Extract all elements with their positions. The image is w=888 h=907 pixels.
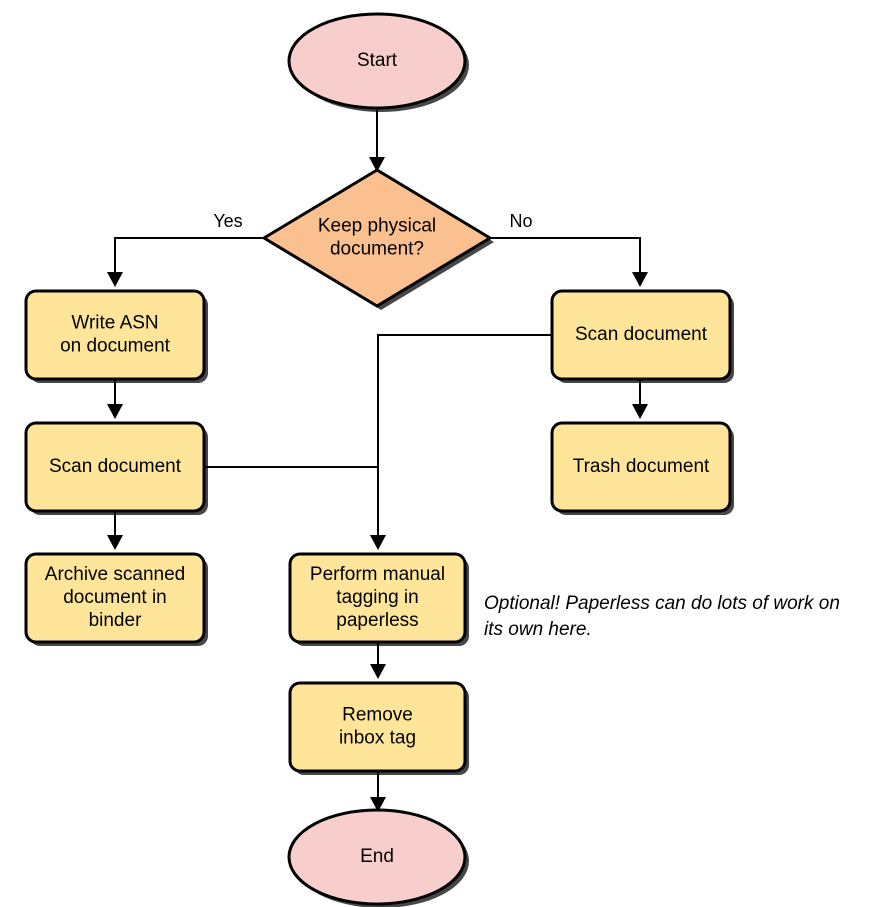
- edge-decision-no-to-scan-right: No: [490, 211, 648, 287]
- node-label: Start: [357, 50, 398, 71]
- node-trash-document[interactable]: Trash document: [550, 421, 734, 515]
- edge-start-to-decision: [369, 110, 385, 172]
- edge-line: [490, 237, 641, 279]
- edge-write-asn-to-scan-left: [107, 379, 123, 419]
- node-label: document?: [330, 239, 424, 260]
- edge-line: [377, 334, 552, 542]
- node-end[interactable]: End: [287, 808, 469, 907]
- edge-scan-right-to-tagging: [370, 334, 552, 550]
- node-body[interactable]: [288, 681, 467, 773]
- node-label: Scan document: [49, 456, 182, 477]
- node-scan-document-left[interactable]: Scan document: [24, 421, 208, 515]
- annotation-line: its own here.: [484, 619, 592, 640]
- node-body[interactable]: [288, 552, 467, 644]
- node-label: paperless: [336, 610, 418, 631]
- node-body[interactable]: [24, 552, 206, 644]
- edge-scan-left-to-archive: [107, 511, 123, 550]
- node-label: Perform manual: [310, 564, 445, 585]
- arrowhead-icon: [107, 535, 123, 550]
- edge-label-decision-yes-to-write-asn: Yes: [213, 211, 242, 231]
- arrowhead-icon: [107, 272, 123, 287]
- node-label: Write ASN: [71, 313, 158, 334]
- node-label: inbox tag: [339, 728, 416, 749]
- node-label: End: [360, 846, 394, 867]
- edge-tagging-to-remove-inbox-tag: [370, 642, 386, 679]
- edge-line: [114, 237, 264, 279]
- node-label: Keep physical: [318, 216, 436, 237]
- arrowhead-icon: [370, 664, 386, 679]
- node-body[interactable]: [550, 421, 732, 513]
- arrowhead-icon: [370, 535, 386, 550]
- edges-layer: Yes No: [107, 110, 648, 812]
- arrowhead-icon: [369, 157, 385, 172]
- annotation-optional-note: Optional! Paperless can do lots of work …: [484, 593, 840, 640]
- node-label: tagging in: [336, 587, 418, 608]
- arrowhead-icon: [632, 404, 648, 419]
- annotations-layer: Optional! Paperless can do lots of work …: [484, 593, 840, 640]
- node-body[interactable]: [262, 168, 492, 308]
- annotation-line: Optional! Paperless can do lots of work …: [484, 593, 840, 614]
- node-body[interactable]: [287, 12, 467, 110]
- node-label: Remove: [342, 705, 413, 726]
- node-body[interactable]: [550, 289, 732, 381]
- arrowhead-icon: [632, 272, 648, 287]
- edge-label-decision-no-to-scan-right: No: [509, 211, 532, 231]
- node-start[interactable]: Start: [287, 12, 469, 112]
- edge-decision-yes-to-write-asn: Yes: [107, 211, 264, 287]
- node-label: Scan document: [575, 324, 708, 345]
- node-scan-document-right[interactable]: Scan document: [550, 289, 734, 383]
- node-body[interactable]: [287, 808, 467, 906]
- edge-scan-right-to-trash: [632, 379, 648, 419]
- node-label: Archive scanned: [45, 564, 185, 585]
- node-label: document in: [63, 587, 167, 608]
- node-body[interactable]: [24, 421, 206, 513]
- arrowhead-icon: [370, 797, 386, 812]
- edge-remove-inbox-tag-to-end: [370, 771, 386, 812]
- node-label: Trash document: [573, 456, 710, 477]
- node-body[interactable]: [24, 289, 206, 381]
- node-label: binder: [89, 610, 142, 631]
- arrowhead-icon: [107, 404, 123, 419]
- node-label: on document: [60, 336, 171, 357]
